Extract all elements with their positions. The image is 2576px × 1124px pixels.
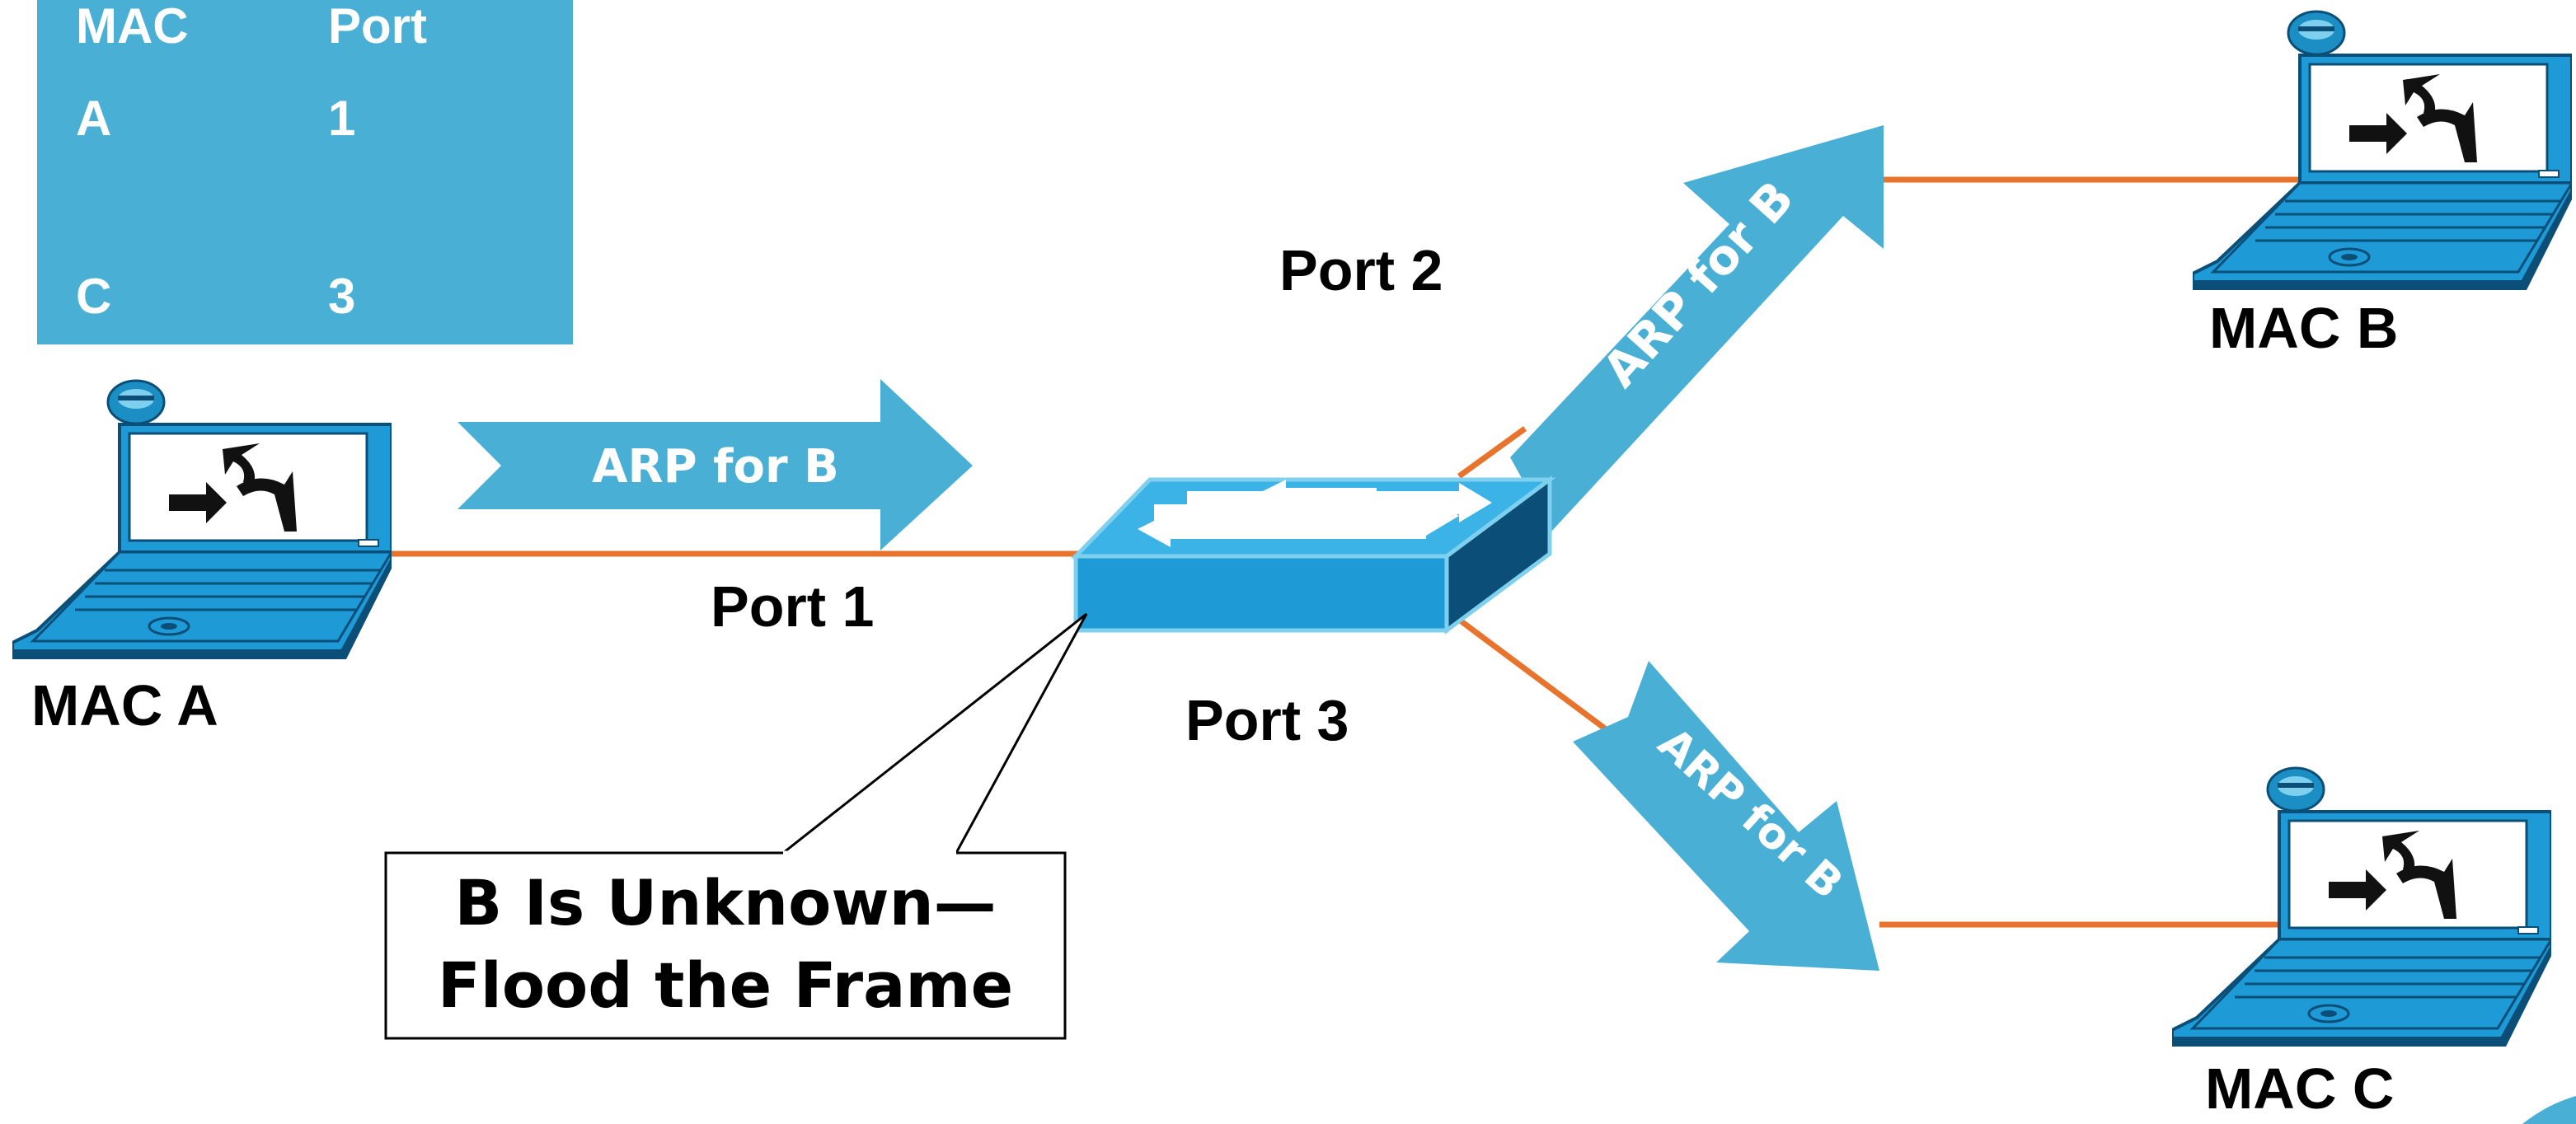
callout-box [384,612,1088,1040]
switch-icon [1071,475,1556,635]
laptop-icon [12,379,392,659]
mac-table-cell-port: 3 [328,269,355,324]
host-b-label: MAC B [2209,296,2398,360]
host-c-label: MAC C [2205,1056,2394,1121]
port-2-label: Port 2 [1279,238,1443,302]
host-a-label: MAC A [31,673,218,738]
arp-arrow-label: ARP for B [592,440,839,494]
arp-arrow-to-mac-b: ARP for B [1510,125,1884,532]
arp-arrow-to-switch: ARP for B [457,379,973,550]
arp-arrow-to-mac-c: ARP for B [1573,661,1879,971]
host-c: MAC C [2172,766,2551,1121]
mac-address-table: MAC Port A 1 C 3 [37,0,573,344]
port-3-label: Port 3 [1185,688,1349,752]
laptop-icon [2193,10,2572,290]
host-a: MAC A [12,379,392,738]
mac-table-cell-port: 1 [328,91,355,146]
mac-table-header-mac: MAC [76,0,189,54]
link-port-2-start [1457,426,1527,479]
callout-line-2: Flood the Frame [438,948,1013,1022]
laptop-icon [2172,766,2551,1047]
mac-table-header-port: Port [328,0,427,54]
mac-table-cell-mac: C [76,269,111,324]
network-links [387,176,2304,928]
mac-table-cell-mac: A [76,91,111,146]
host-b: MAC B [2193,10,2572,360]
flood-callout: B Is Unknown— Flood the Frame [384,612,1088,1040]
port-1-label: Port 1 [711,574,874,639]
callout-line-1: B Is Unknown— [454,866,996,939]
mac-table-background [37,0,573,344]
corner-decoration [2522,1096,2576,1124]
link-port-3-start [1457,617,1631,748]
